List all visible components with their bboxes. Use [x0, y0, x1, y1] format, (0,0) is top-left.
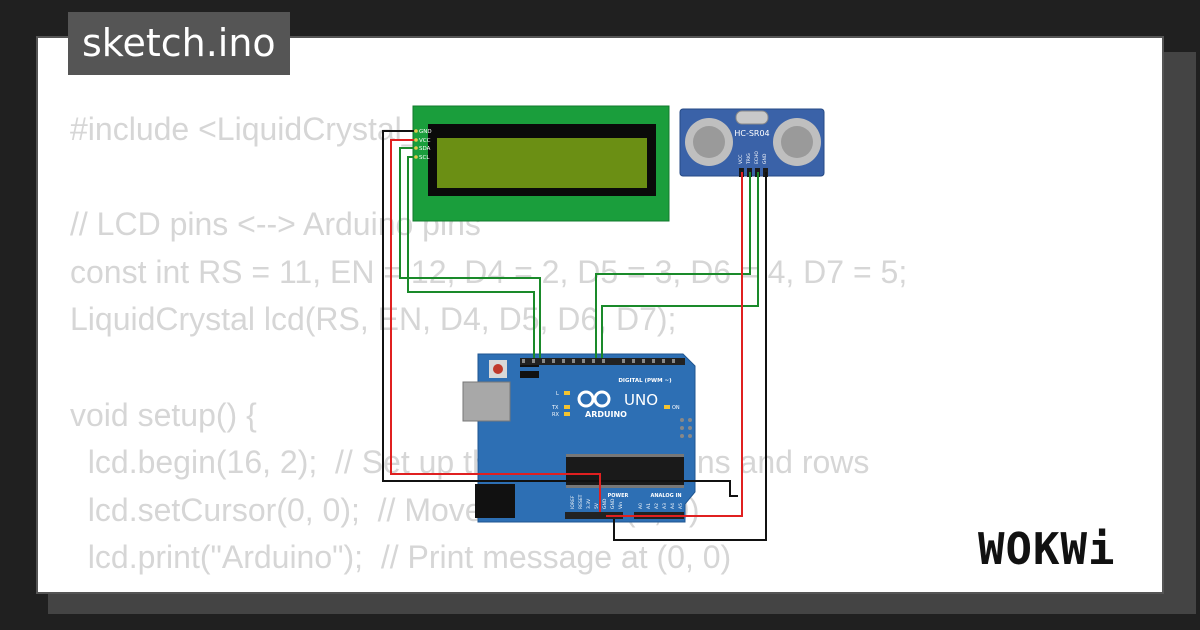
code-line: void setup() {	[70, 396, 257, 433]
led-label: ON	[672, 405, 680, 411]
wokwi-logo[interactable]: WOKWi	[978, 524, 1116, 575]
brand-label: ARDUINO	[585, 410, 627, 419]
wire-scl-green	[407, 156, 535, 358]
power-jack	[475, 484, 515, 518]
power-pin-label: RESET	[578, 494, 584, 509]
lcd-pin-label: SCL	[419, 155, 430, 161]
power-pin-label: 5V	[594, 502, 600, 509]
sensor-pin-label: TRIG	[746, 153, 752, 165]
sensor-pin-label: GND	[762, 153, 768, 164]
file-name-tab[interactable]: sketch.ino	[68, 12, 290, 75]
wire-vcc-red	[390, 139, 601, 512]
lcd-display[interactable]: GND VCC SDA SCL	[412, 105, 670, 222]
analog-pin-label: A0	[638, 503, 644, 509]
sensor-label: HC-SR04	[734, 129, 769, 138]
digital-header-label: DIGITAL (PWM ~)	[618, 378, 672, 384]
wires	[382, 130, 767, 541]
wire-sensor-vcc-red	[606, 172, 743, 517]
analog-pin-label: A1	[646, 503, 652, 509]
code-line: LiquidCrystal lcd(RS, EN, D4, D5, D6, D7…	[70, 301, 677, 338]
usb-port	[462, 381, 511, 422]
sensor-pin-label: VCC	[738, 155, 744, 164]
lcd-pin-label: SDA	[419, 146, 431, 152]
arduino-logo-icon	[577, 390, 611, 408]
sensor-pin-label: ECHO	[754, 151, 760, 164]
analog-pin-label: A4	[670, 503, 676, 509]
power-pin-label: Vin	[618, 502, 624, 509]
code-line: lcd.print("Arduino"); // Print message a…	[70, 539, 732, 576]
lcd-pin-label: VCC	[419, 138, 431, 144]
power-pin-label: GND	[602, 498, 608, 509]
ultrasonic-sensor[interactable]: HC-SR04 VCC TRIG ECHO GND	[679, 108, 825, 177]
analog-pin-label: A3	[662, 503, 668, 509]
code-line: const int RS = 11, EN = 12, D4 = 2, D5 =…	[70, 253, 908, 290]
analog-header-label: ANALOG IN	[650, 493, 681, 499]
led-label: L	[556, 391, 559, 397]
wire-gnd-black	[382, 130, 738, 497]
power-pin-label: GND	[610, 498, 616, 509]
power-header-label: POWER	[608, 493, 629, 499]
arduino-uno[interactable]: DIGITAL (PWM ~) L TX RX ON ARDUINO UNO P…	[462, 353, 696, 523]
analog-pin-label: A2	[654, 503, 660, 509]
wire-echo-green	[601, 172, 759, 358]
lcd-screen	[437, 138, 647, 188]
led-label: RX	[552, 412, 559, 418]
power-pin-label: 3.3V	[586, 498, 592, 509]
code-line: // LCD pins <--> Arduino pins	[70, 206, 481, 243]
wire-sensor-gnd-black	[613, 172, 767, 541]
model-label: UNO	[624, 391, 658, 409]
wire-trig-green	[595, 172, 751, 358]
power-pin-label: IOREF	[570, 495, 576, 509]
led-label: TX	[551, 405, 559, 411]
lcd-pin-label: GND	[419, 129, 432, 135]
wire-sda-green	[399, 147, 541, 358]
code-line: lcd.setCursor(2, 1); // Move cursor to (…	[70, 582, 907, 592]
analog-pin-label: A5	[678, 503, 684, 509]
